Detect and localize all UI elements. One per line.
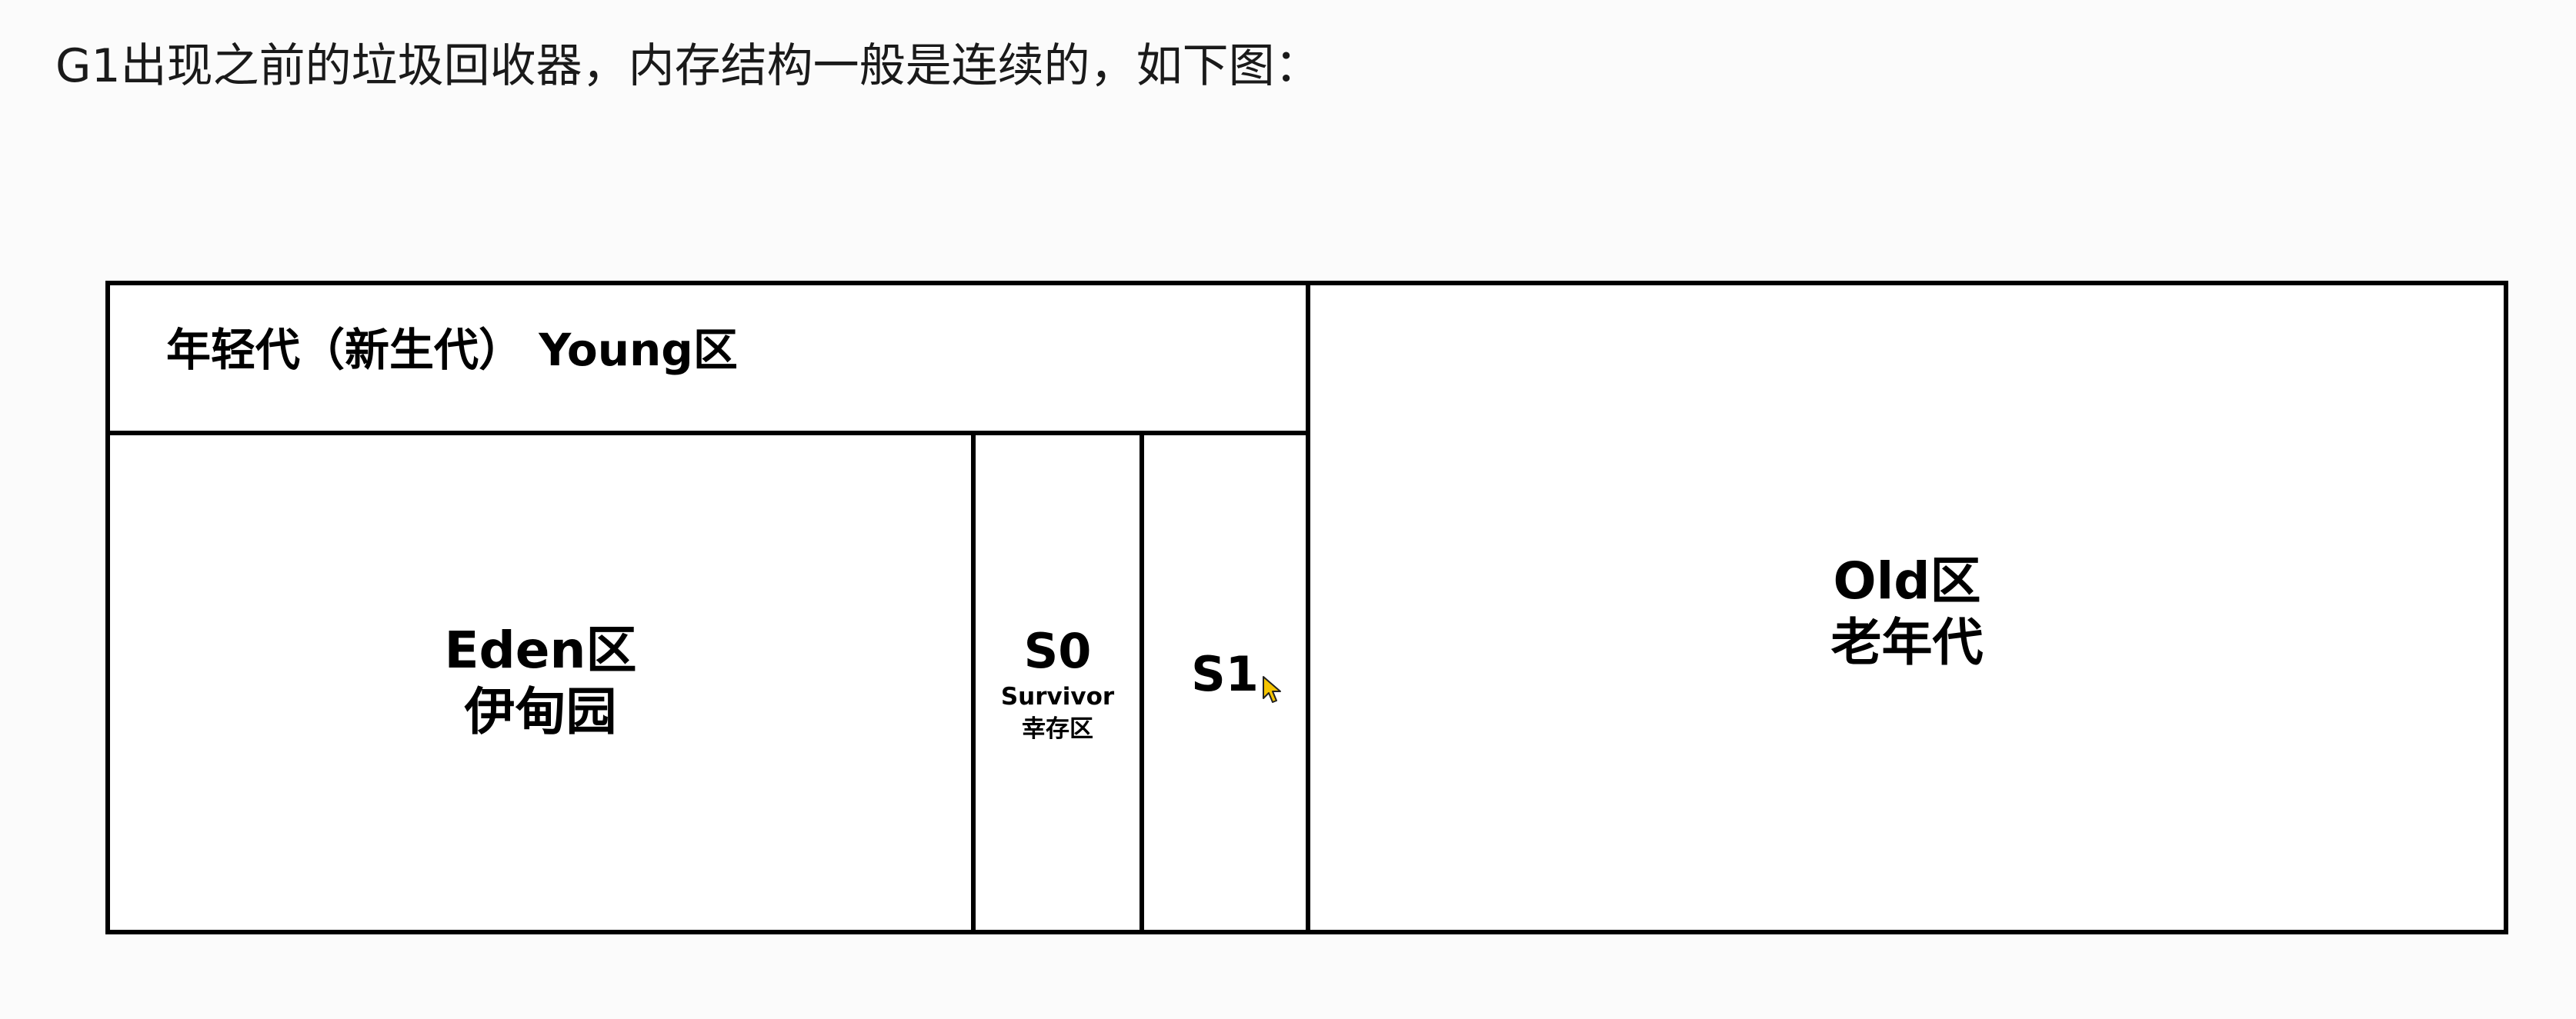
young-generation-header: 年轻代（新生代） Young区 bbox=[105, 281, 1310, 435]
s0-label: S0 Survivor 幸存区 bbox=[976, 624, 1140, 744]
old-generation-region: Old区 老年代 bbox=[1306, 281, 2508, 934]
s0-subtitle-zh: 幸存区 bbox=[1022, 715, 1093, 743]
s0-subtitle-en: Survivor bbox=[1000, 683, 1115, 711]
young-generation-label: 年轻代（新生代） Young区 bbox=[166, 324, 738, 376]
eden-region: Eden区 伊甸园 bbox=[105, 431, 976, 934]
s0-title: S0 bbox=[1023, 623, 1092, 679]
s1-title: S1 bbox=[1191, 646, 1259, 702]
s1-label: S1 bbox=[1144, 647, 1306, 702]
eden-region-title: Eden区 bbox=[444, 621, 637, 680]
old-generation-label: Old区 老年代 bbox=[1310, 551, 2504, 674]
old-region-subtitle: 老年代 bbox=[1830, 613, 1984, 672]
eden-region-subtitle: 伊甸园 bbox=[464, 682, 617, 741]
intro-text: G1出现之前的垃圾回收器，内存结构一般是连续的，如下图： bbox=[55, 39, 1321, 93]
survivor-s1-region: S1 bbox=[1140, 431, 1310, 934]
mouse-pointer-icon bbox=[1263, 676, 1281, 703]
eden-label: Eden区 伊甸园 bbox=[110, 620, 971, 743]
old-region-title: Old区 bbox=[1833, 551, 1981, 611]
survivor-s0-region: S0 Survivor 幸存区 bbox=[971, 431, 1144, 934]
